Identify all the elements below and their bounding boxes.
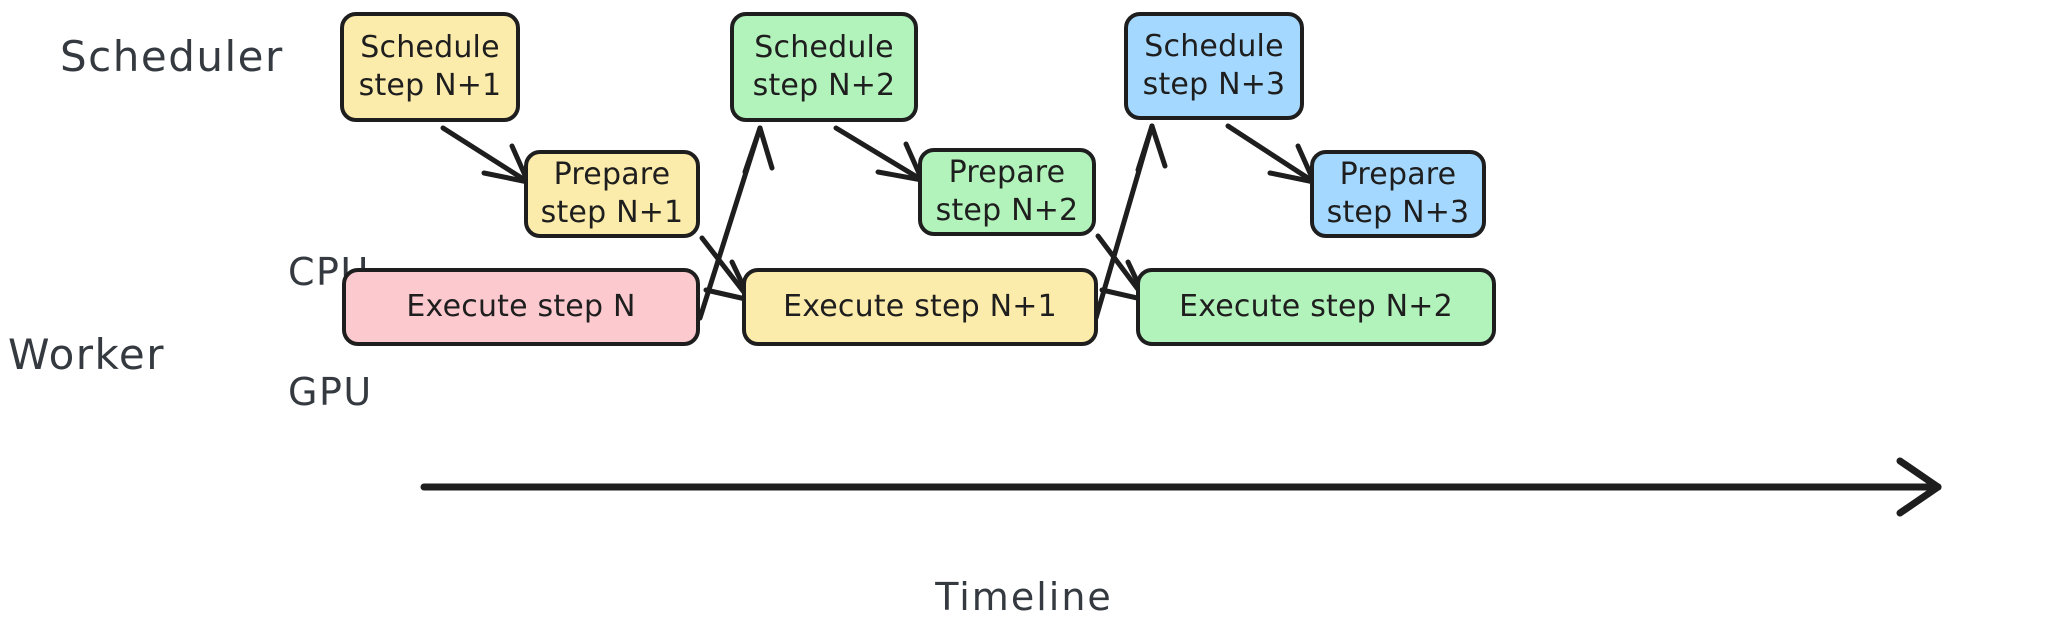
- node-line-1: Schedule: [1144, 28, 1284, 64]
- arrow-schedule-n2-to-prepare-n2: [833, 125, 925, 183]
- node-label: Execute step N+2: [1179, 288, 1453, 324]
- timeline-caption: Timeline: [935, 575, 1113, 619]
- node-line-2: step N+3: [1326, 195, 1470, 230]
- node-line-2: step N+3: [1142, 67, 1286, 102]
- node-label: Execute step N+1: [783, 288, 1057, 324]
- arrow-schedule-n3-to-prepare-n3: [1225, 123, 1317, 185]
- node-schedule-step-n2[interactable]: Schedule step N+2: [730, 12, 918, 122]
- node-line-1: Prepare: [553, 156, 671, 192]
- arrow-schedule-n1-to-prepare-n1: [440, 125, 531, 185]
- node-prepare-step-n3[interactable]: Prepare step N+3: [1310, 150, 1486, 238]
- node-line-2: step N+1: [358, 68, 502, 103]
- node-line-1: Prepare: [948, 154, 1066, 190]
- node-line-2: step N+2: [752, 68, 896, 103]
- node-execute-step-n2[interactable]: Execute step N+2: [1136, 268, 1496, 346]
- node-execute-step-n[interactable]: Execute step N: [342, 268, 700, 346]
- timeline-axis-arrow: [420, 457, 1942, 517]
- lane-label-scheduler: Scheduler: [60, 32, 284, 81]
- node-line-2: step N+2: [935, 193, 1079, 228]
- node-line-1: Schedule: [754, 29, 894, 65]
- node-line-1: Schedule: [360, 29, 500, 65]
- node-execute-step-n1[interactable]: Execute step N+1: [742, 268, 1098, 346]
- lane-label-gpu: GPU: [288, 370, 373, 414]
- node-prepare-step-n2[interactable]: Prepare step N+2: [918, 148, 1096, 236]
- node-line-2: step N+1: [540, 195, 684, 230]
- node-line-1: Prepare: [1339, 156, 1457, 192]
- node-schedule-step-n1[interactable]: Schedule step N+1: [340, 12, 520, 122]
- lane-label-worker: Worker: [8, 330, 165, 379]
- node-prepare-step-n1[interactable]: Prepare step N+1: [524, 150, 700, 238]
- node-schedule-step-n3[interactable]: Schedule step N+3: [1124, 12, 1304, 120]
- node-label: Execute step N: [406, 288, 636, 324]
